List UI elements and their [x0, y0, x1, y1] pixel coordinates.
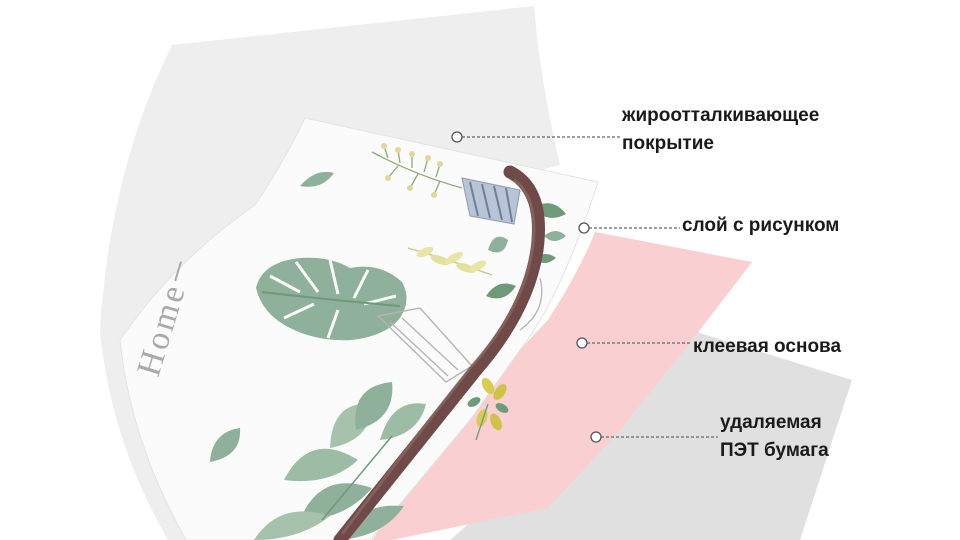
fan-leaves-icon — [254, 382, 426, 540]
label-adhesive-base: клеевая основа — [693, 333, 841, 361]
label-line: ПЭТ бумага — [720, 440, 829, 461]
sprig-buds — [381, 143, 443, 198]
label-line: слой с рисунком — [682, 215, 840, 236]
label-line: покрытие — [622, 133, 714, 154]
lettering-dash — [174, 261, 182, 282]
leader-liner — [590, 431, 718, 443]
curled-edge — [333, 165, 545, 540]
marker-coating — [451, 131, 463, 143]
small-leaf-icon — [300, 171, 334, 187]
marker-adhesive — [576, 337, 588, 349]
leader-coating — [451, 131, 620, 143]
leader-print — [578, 222, 680, 234]
curled-edge-highlight — [340, 178, 536, 535]
label-line: жироотталкивающее — [622, 105, 820, 126]
striped-pot-icon — [461, 177, 521, 225]
label-removable-pet-liner: удаляемая ПЭТ бумага — [720, 409, 829, 465]
wheat-sprig-icon — [407, 246, 493, 276]
adhesive-layer — [372, 232, 752, 540]
yellow-flowers-icon — [467, 377, 509, 441]
monstera-leaf-icon — [256, 257, 407, 341]
left-leaf-icon — [210, 428, 241, 462]
label-print-layer: слой с рисунком — [682, 212, 839, 240]
label-grease-repellent-coating: жироотталкивающее покрытие — [622, 102, 819, 158]
label-line: удаляемая — [720, 412, 822, 433]
marker-liner — [590, 431, 602, 443]
marker-print — [578, 222, 590, 234]
label-line: клеевая основа — [693, 336, 842, 357]
leader-adhesive — [576, 337, 691, 349]
